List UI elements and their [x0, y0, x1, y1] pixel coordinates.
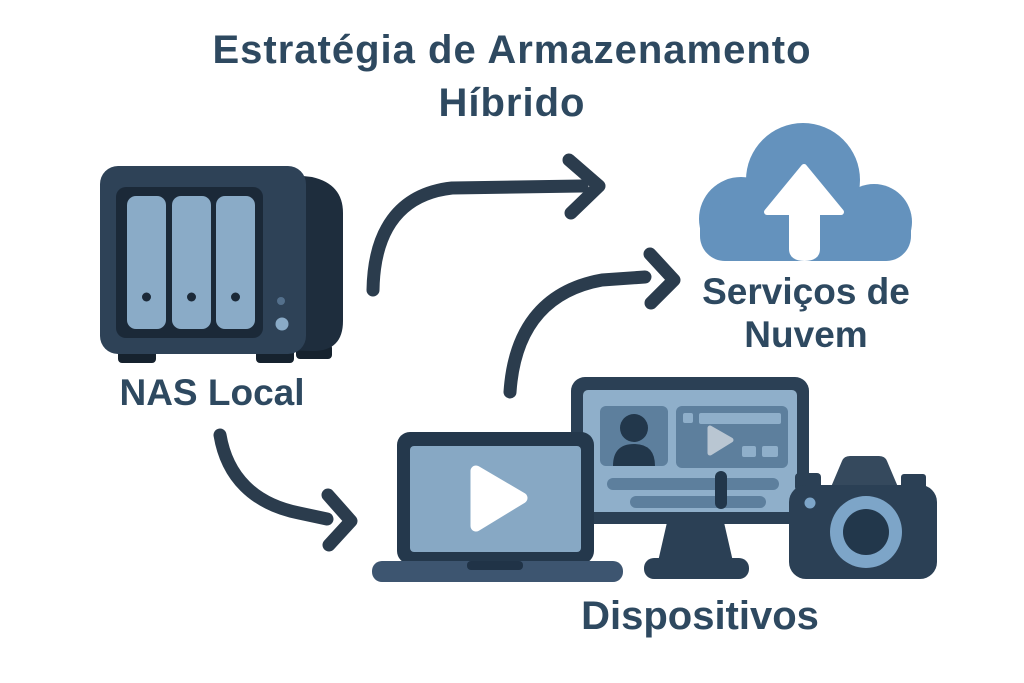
camera-icon: [789, 456, 937, 579]
nas-server-icon: [100, 166, 343, 363]
nas-power-led: [275, 317, 289, 331]
laptop-play-icon: [372, 432, 623, 582]
monitor-video-call-icon: [571, 377, 809, 579]
page-title: Estratégia de Armazenamento Híbrido: [62, 24, 962, 130]
play-icon: [707, 425, 734, 456]
play-icon: [470, 465, 528, 532]
laptop-hinge-notch: [467, 561, 523, 570]
nas-drive-bay: [127, 196, 166, 329]
cloud-services-label: Serviços de Nuvem: [646, 270, 966, 356]
upload-arrow-icon: [764, 164, 844, 261]
devices-label: Dispositivos: [581, 594, 819, 638]
cloud-services-label-line1: Serviços de: [702, 271, 910, 312]
laptop-base: [372, 561, 623, 582]
monitor-stand-base: [644, 558, 749, 579]
nas-drive-bay: [172, 196, 211, 329]
connection-arrows: [213, 153, 681, 552]
cloud-services-label-line2: Nuvem: [744, 314, 868, 355]
person-avatar-icon: [613, 414, 655, 466]
progress-bar: [607, 478, 779, 490]
arrow-devices-to-cloud: [503, 247, 681, 399]
arrow-nas-to-devices: [213, 428, 358, 552]
nas-drive-dot: [142, 292, 151, 302]
monitor-stand-neck: [657, 518, 734, 566]
nas-status-led: [277, 297, 285, 305]
progress-bar: [630, 496, 766, 508]
nas-drive-dot: [187, 292, 196, 302]
camera-viewfinder: [831, 456, 898, 487]
page-title-line2: Híbrido: [438, 81, 586, 125]
cloud-upload-icon: [699, 123, 912, 261]
player-control-square: [762, 446, 778, 457]
slider-handle: [715, 471, 727, 509]
camera-lens: [843, 509, 889, 555]
page-title-line1: Estratégia de Armazenamento: [212, 28, 812, 72]
camera-flash-dot: [804, 497, 816, 509]
nas-label: NAS Local: [119, 372, 305, 413]
player-header-bar: [699, 413, 781, 424]
nas-drive-bay: [216, 196, 255, 329]
player-header-square: [683, 413, 693, 423]
nas-drive-dot: [231, 292, 240, 302]
player-control-square: [742, 446, 756, 457]
arrow-nas-to-cloud: [366, 153, 606, 297]
